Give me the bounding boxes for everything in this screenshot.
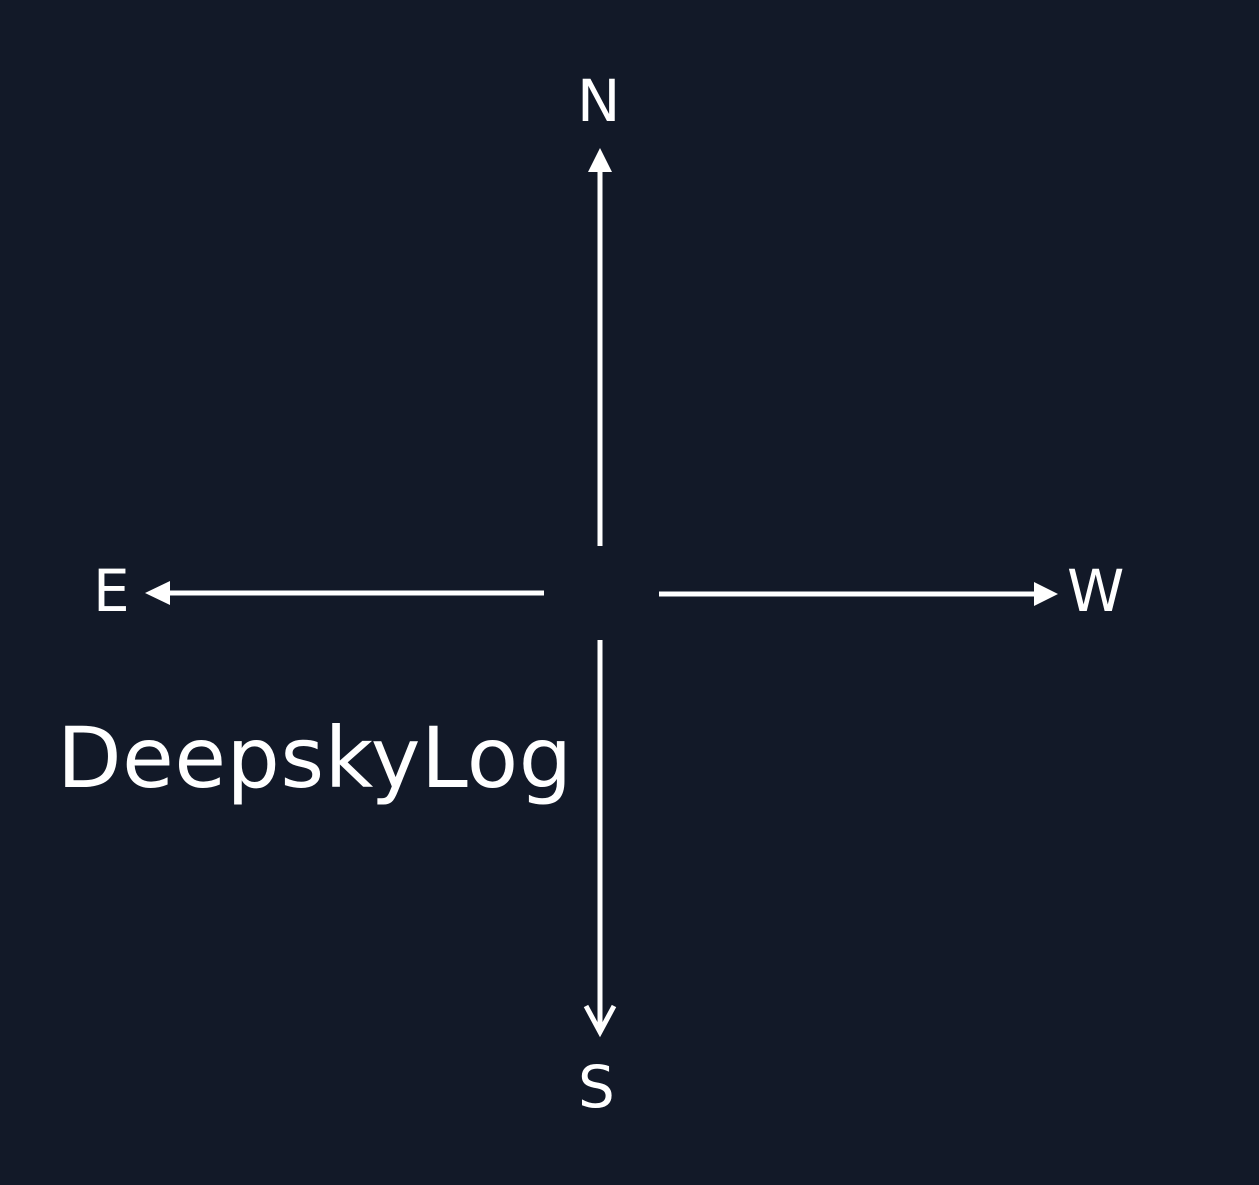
west-arrowhead (1034, 582, 1058, 606)
east-label: E (93, 557, 130, 625)
brand-label: DeepskyLog (57, 709, 573, 807)
west-label: W (1067, 557, 1125, 625)
south-arrowhead (583, 1004, 617, 1038)
north-arrowhead (588, 148, 612, 172)
east-arrowhead (145, 581, 170, 605)
south-label: S (578, 1053, 615, 1121)
north-label: N (577, 67, 621, 135)
